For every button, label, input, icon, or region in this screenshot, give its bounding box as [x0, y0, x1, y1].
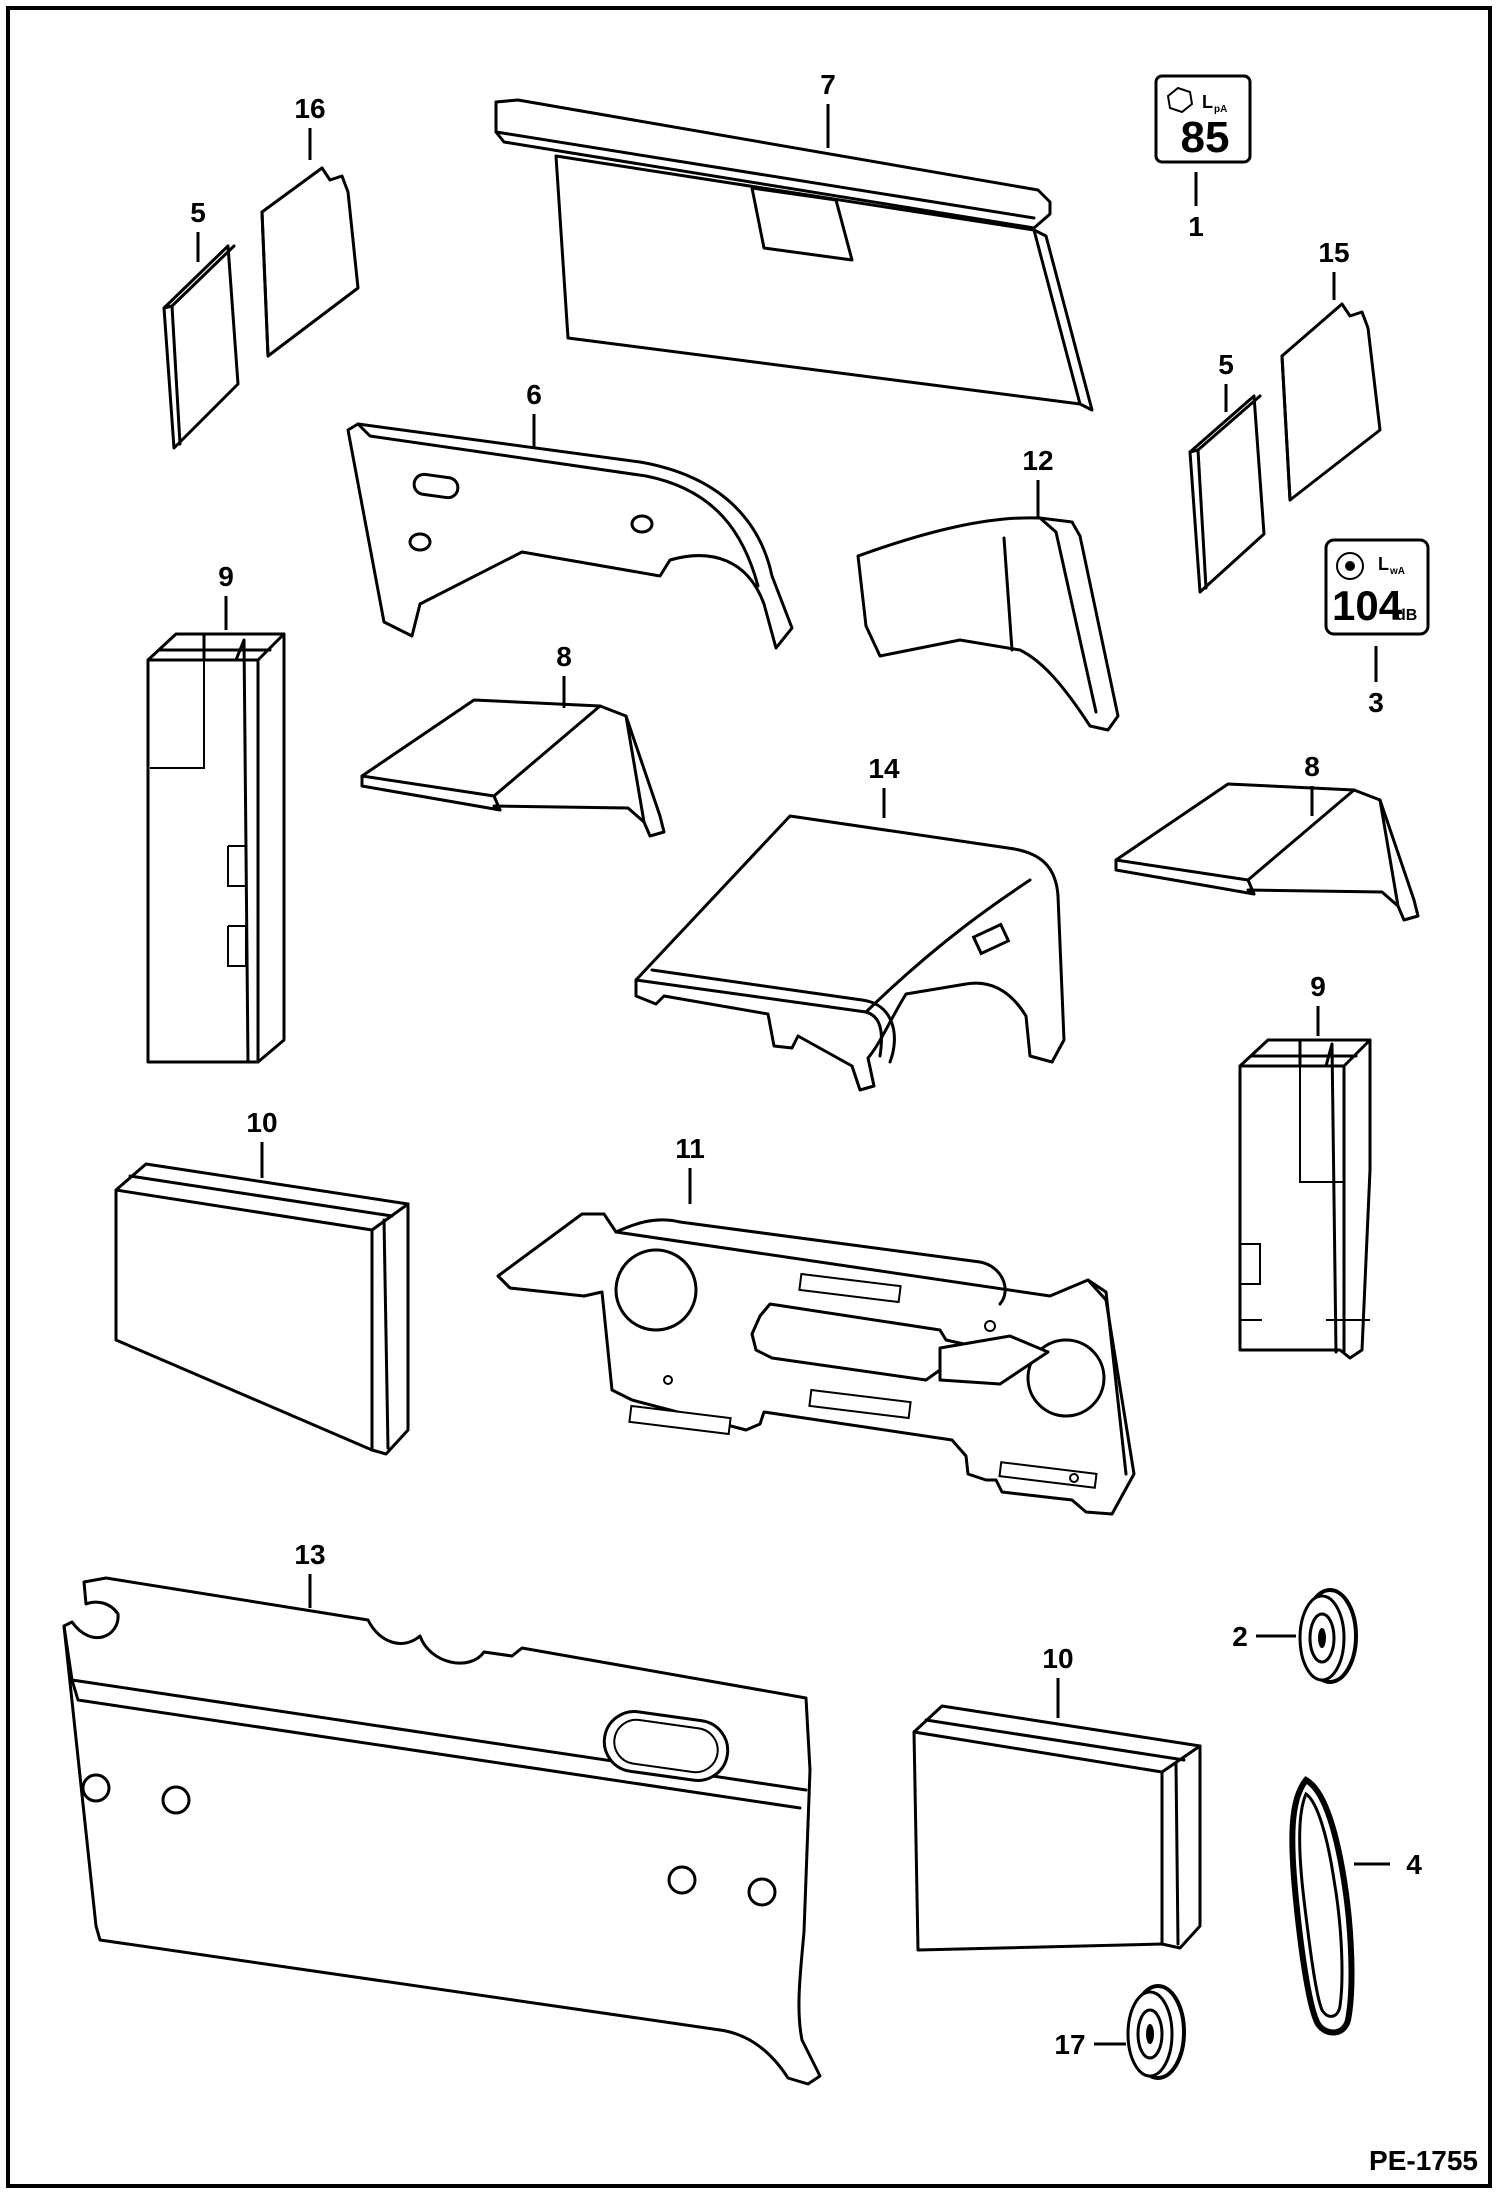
decal-1-unit: L: [1202, 92, 1213, 112]
part-17-grommet: [1126, 1984, 1186, 2080]
callout-6: 6: [526, 379, 542, 410]
part-10-slab-upper: [114, 1162, 410, 1456]
decal-3-unit-sub: wA: [1389, 566, 1405, 577]
callout-5-left: 5: [190, 197, 206, 228]
callout-15: 15: [1318, 237, 1349, 268]
callout-8-left: 8: [556, 641, 572, 672]
decal-1-unit-sub: pA: [1214, 104, 1227, 115]
part-12-corner-piece: [856, 516, 1120, 732]
part-8-bracket-right: [1114, 782, 1420, 922]
diagram-border: [6, 6, 1492, 2188]
callout-1: 1: [1188, 211, 1204, 242]
callout-5-right: 5: [1218, 349, 1234, 380]
decal-3-value: 104: [1332, 582, 1403, 629]
part-14-cover: [634, 814, 1066, 1092]
callout-8-right: 8: [1304, 751, 1320, 782]
part-16-foam-wedge: [260, 166, 360, 358]
part-15-foam-wedge: [1280, 302, 1382, 502]
decal-3-sound-level-104db: L wA 104 dB: [1324, 538, 1430, 636]
callout-4: 4: [1406, 1849, 1422, 1880]
hexagon-symbol-icon: [1166, 86, 1194, 114]
figure-code: PE-1755: [1369, 2145, 1478, 2176]
callout-2: 2: [1232, 1621, 1248, 1652]
part-6-curved-side-panel: [346, 422, 794, 650]
part-7-top-panel: [494, 98, 1094, 412]
decal-3-suffix: dB: [1396, 607, 1417, 624]
callout-10-lower: 10: [1042, 1643, 1073, 1674]
sound-symbol-icon: [1336, 552, 1364, 580]
decal-1-sound-level-85: L pA 85: [1154, 74, 1252, 164]
callout-17: 17: [1054, 2029, 1085, 2060]
part-9-block-right: [1238, 1038, 1372, 1360]
decal-1-value: 85: [1181, 113, 1230, 162]
callout-7: 7: [820, 69, 836, 100]
decal-3-unit: L: [1378, 554, 1389, 574]
part-5-pad-left: [162, 244, 240, 450]
part-9-block-left: [146, 632, 286, 1064]
callout-3: 3: [1368, 687, 1384, 718]
part-10-slab-lower: [912, 1704, 1202, 1952]
part-11-floor-panel: [496, 1212, 1136, 1516]
callout-9-right: 9: [1310, 971, 1326, 1002]
callout-16: 16: [294, 93, 325, 124]
callout-9-left: 9: [218, 561, 234, 592]
callout-14: 14: [868, 753, 900, 784]
callout-11: 11: [675, 1133, 705, 1164]
part-13-rear-panel: [62, 1576, 822, 2086]
part-4-loop-seal: [1289, 1776, 1355, 2036]
part-2-grommet: [1298, 1588, 1358, 1684]
callout-13: 13: [294, 1539, 325, 1570]
callout-10-upper: 10: [246, 1107, 277, 1138]
part-5-pad-right: [1188, 394, 1266, 594]
callout-12: 12: [1022, 445, 1053, 476]
part-8-bracket-left: [360, 698, 666, 838]
